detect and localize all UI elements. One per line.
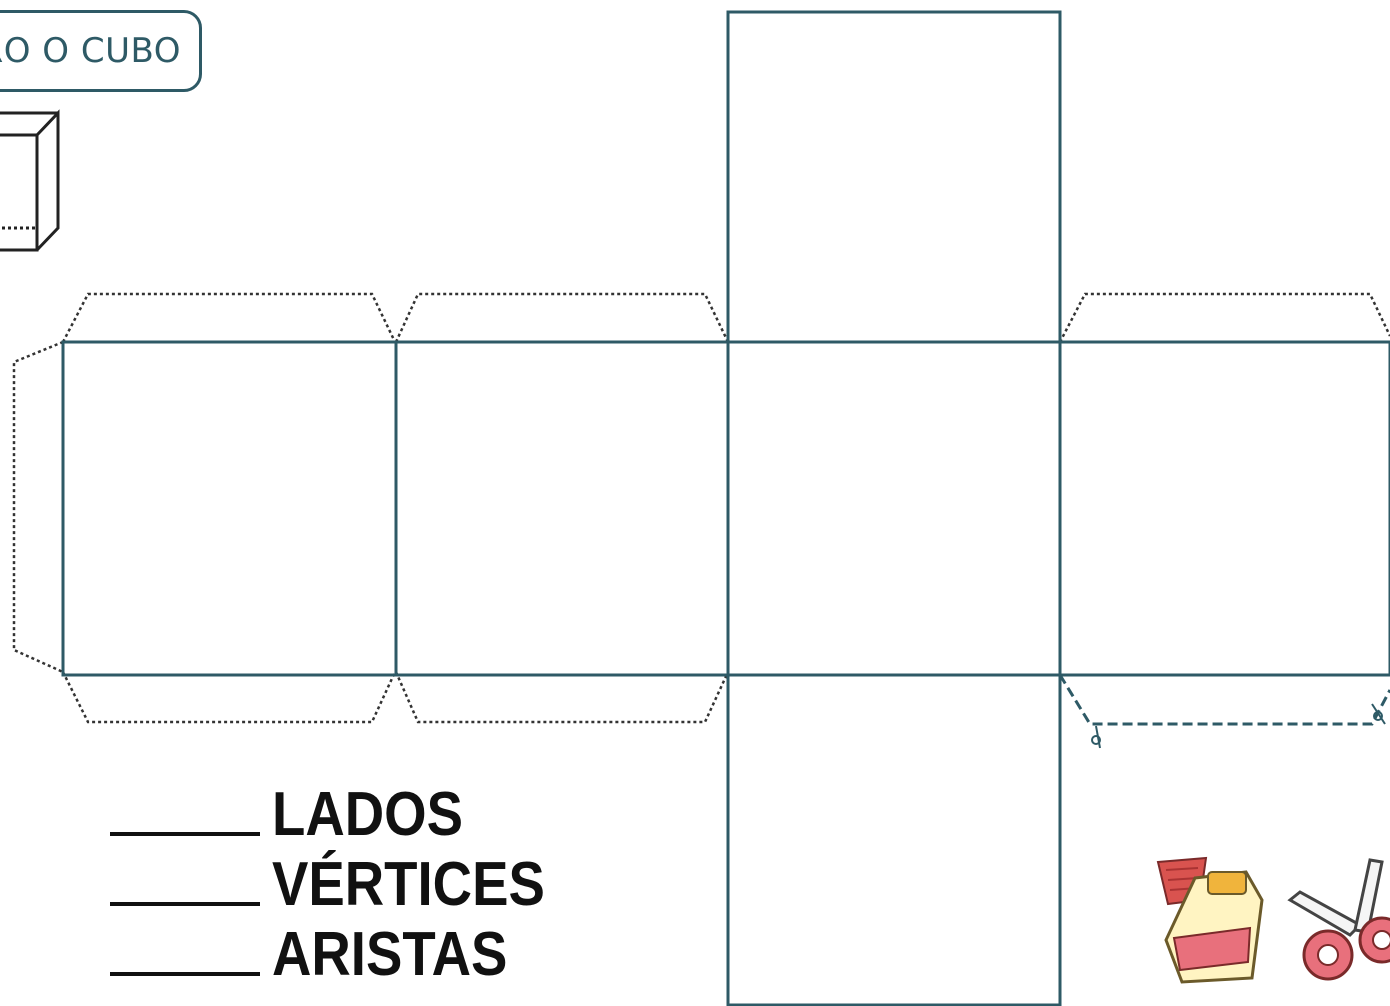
- vertices-row: VÉRTICES: [110, 850, 582, 920]
- faces-label: LADOS: [272, 780, 463, 849]
- edges-row: ARISTAS: [110, 920, 582, 990]
- page-title: RO O CUBO: [0, 31, 181, 71]
- cut-line: [1058, 674, 1390, 726]
- face-bottom: [726, 673, 1062, 1006]
- face-top: [726, 10, 1062, 344]
- count-list: LADOS VÉRTICES ARISTAS: [110, 780, 582, 990]
- edges-label: ARISTAS: [272, 920, 508, 989]
- face-left-2: [61, 340, 398, 677]
- cube-icon: [0, 109, 60, 252]
- glue-tabs: [12, 292, 1390, 724]
- edges-blank[interactable]: [110, 972, 260, 976]
- scissors-icon: [1287, 858, 1390, 981]
- vertices-label: VÉRTICES: [272, 850, 545, 919]
- face-left-1: [394, 340, 730, 677]
- cube-faces: [61, 10, 1390, 1006]
- vertices-blank[interactable]: [110, 902, 260, 906]
- faces-blank[interactable]: [110, 832, 260, 836]
- face-center: [726, 340, 1062, 677]
- title-box: RO O CUBO: [0, 10, 202, 92]
- faces-row: LADOS: [110, 780, 582, 850]
- glue-icon: [1156, 856, 1264, 984]
- scissors-small-icon: [1091, 703, 1386, 749]
- face-right: [1058, 340, 1390, 677]
